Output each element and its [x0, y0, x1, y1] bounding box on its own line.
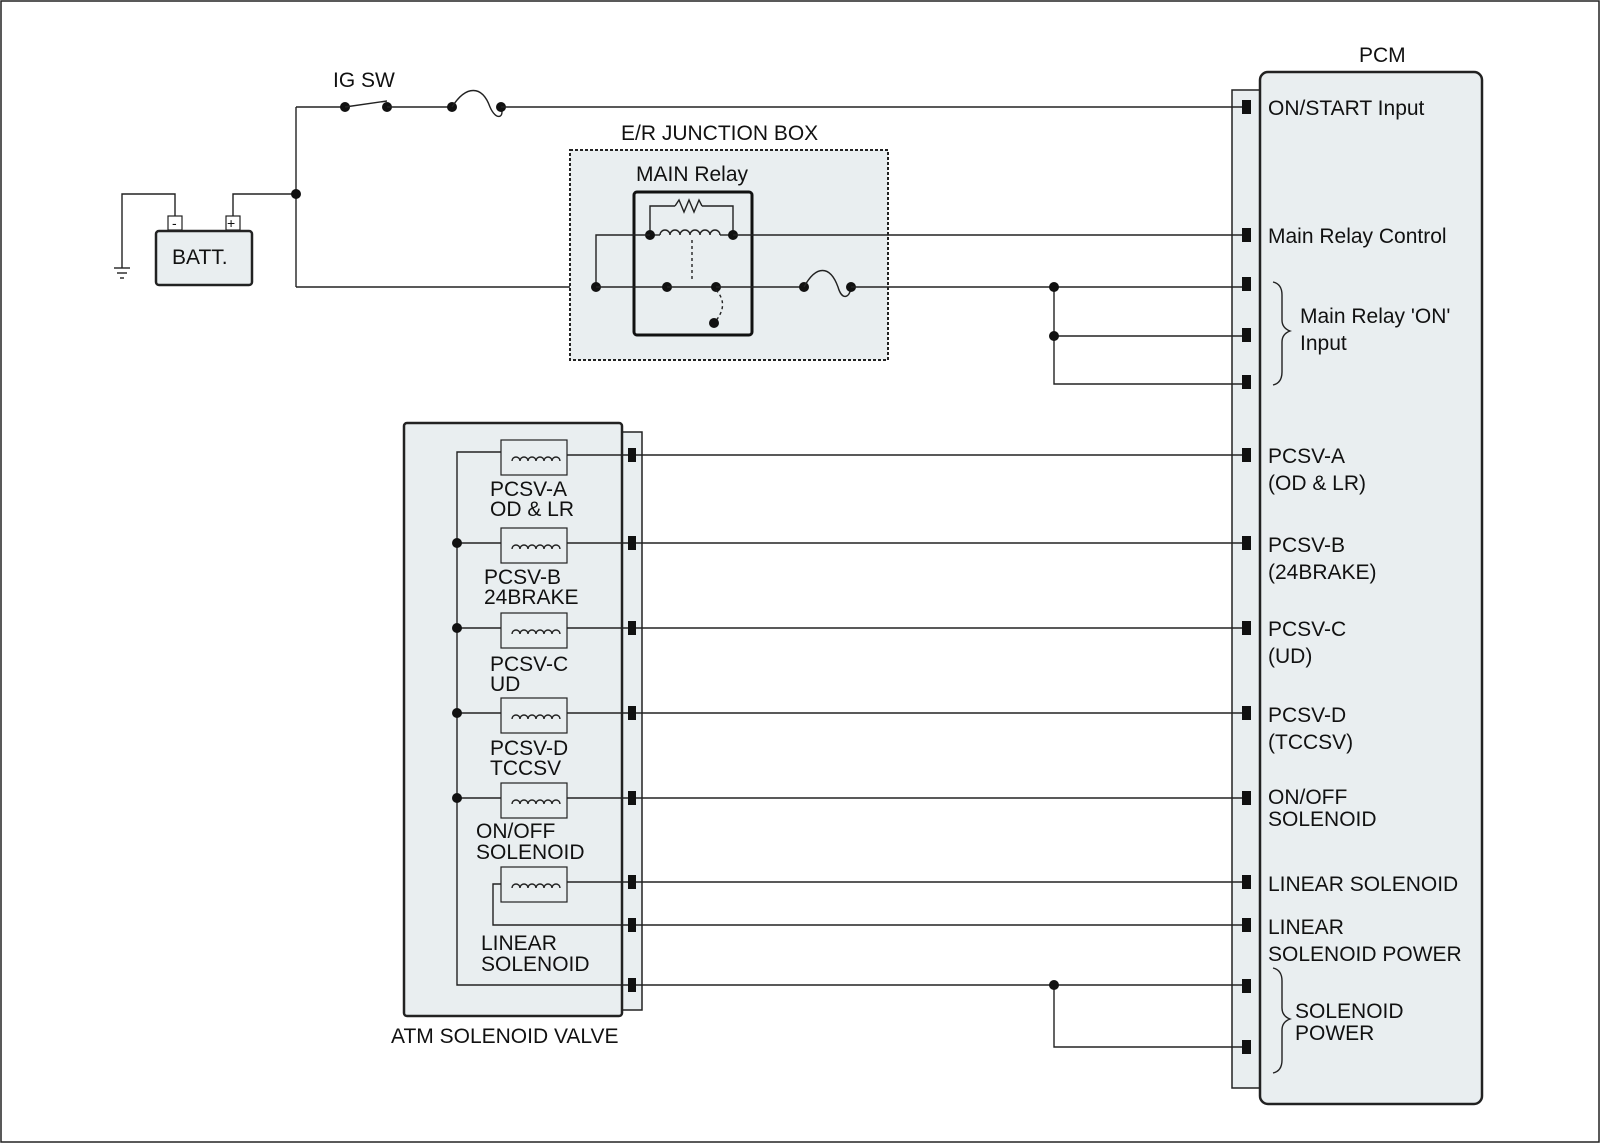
- coil-pcsv-c: [457, 612, 632, 649]
- valve-pcsv-c-1: PCSV-C: [490, 653, 568, 676]
- label-linear-sol: LINEAR SOLENOID: [1268, 873, 1458, 896]
- pcm-pin-pcsv-c: [1242, 621, 1251, 635]
- fuse-ig: [447, 90, 506, 118]
- valve-pcsv-a-1: PCSV-A: [490, 478, 567, 501]
- pcm-module: PCM: [1231, 44, 1484, 1106]
- brace-solenoid-power: [1272, 967, 1292, 1074]
- atm-solenoid-valve: ATM SOLENOID VALVE: [391, 421, 643, 1048]
- pcm-labels: ON/START Input Main Relay Control Main R…: [1268, 97, 1462, 1045]
- junction-relay-on-1: [1049, 282, 1059, 292]
- valve-onoff-1: ON/OFF: [476, 820, 555, 843]
- atm-valve-label: ATM SOLENOID VALVE: [391, 1025, 619, 1048]
- coil-pcsv-a: [500, 439, 632, 476]
- junction-sol-power: [1049, 980, 1059, 990]
- label-onoff-2: SOLENOID: [1268, 808, 1377, 831]
- coil-pcsv-b: [457, 527, 632, 564]
- ig-switch: [296, 100, 452, 112]
- valve-pcsv-a-2: OD & LR: [490, 498, 574, 521]
- pcm-pin-main-relay-on-1: [1242, 277, 1251, 291]
- pcm-pin-pcsv-d: [1242, 706, 1251, 720]
- battery-neg-label: -: [172, 215, 177, 231]
- label-main-relay-control: Main Relay Control: [1268, 225, 1447, 248]
- label-main-relay-on-1: Main Relay 'ON': [1300, 305, 1450, 328]
- junction-box: E/R JUNCTION BOX MAIN Relay: [569, 122, 889, 361]
- valve-pcsv-d-2: TCCSV: [490, 757, 561, 780]
- pcm-pin-linear: [1242, 875, 1251, 889]
- coil-pcsv-d: [457, 697, 632, 734]
- label-linear-pwr-1: LINEAR: [1268, 916, 1344, 939]
- brace-main-relay-on: [1272, 281, 1292, 386]
- label-onoff-1: ON/OFF: [1268, 786, 1347, 809]
- label-on-start: ON/START Input: [1268, 97, 1425, 120]
- main-relay-label: MAIN Relay: [636, 163, 749, 186]
- wire-main-relay-on-branch: [1053, 287, 1242, 385]
- coil-linear: [492, 866, 632, 926]
- label-pcsv-d-2: (TCCSV): [1268, 731, 1353, 754]
- label-pcsv-a-1: PCSV-A: [1268, 445, 1345, 468]
- valve-linear-2: SOLENOID: [481, 953, 590, 976]
- label-main-relay-on-2: Input: [1300, 332, 1347, 355]
- label-sol-power-2: POWER: [1295, 1022, 1374, 1045]
- pcm-pin-on-start: [1242, 100, 1251, 114]
- label-sol-power-1: SOLENOID: [1295, 1000, 1404, 1023]
- battery-pos-label: +: [227, 215, 235, 231]
- junction-box-label: E/R JUNCTION BOX: [621, 122, 818, 145]
- pcm-pin-onoff: [1242, 791, 1251, 805]
- pcm-pin-main-relay-on-2: [1242, 328, 1251, 342]
- main-relay-box: [632, 190, 754, 337]
- label-pcsv-c-2: (UD): [1268, 645, 1312, 668]
- label-pcsv-c-1: PCSV-C: [1268, 618, 1346, 641]
- valve-pcsv-b-2: 24BRAKE: [484, 586, 579, 609]
- coil-onoff: [457, 782, 632, 819]
- pcm-title: PCM: [1359, 44, 1406, 67]
- pcm-pin-sol-power-2: [1242, 1040, 1251, 1054]
- label-pcsv-d-1: PCSV-D: [1268, 704, 1346, 727]
- pcm-body: [1258, 70, 1484, 1106]
- valve-pcsv-d-1: PCSV-D: [490, 737, 568, 760]
- valve-pcsv-c-2: UD: [490, 673, 520, 696]
- junction-batt: [291, 189, 301, 199]
- junction-relay-on-2: [1049, 331, 1059, 341]
- valve-pcsv-b-1: PCSV-B: [484, 566, 561, 589]
- pcm-pin-main-relay-control: [1242, 228, 1251, 242]
- signal-wires: [636, 454, 1242, 1048]
- pcm-pin-sol-power-1: [1242, 979, 1251, 993]
- wire-sol-power-2: [1053, 985, 1242, 1048]
- pcm-pins: [1242, 100, 1251, 1054]
- label-pcsv-b-2: (24BRAKE): [1268, 561, 1377, 584]
- pcm-pin-pcsv-a: [1242, 448, 1251, 462]
- ig-sw-label: IG SW: [333, 69, 395, 92]
- label-linear-pwr-2: SOLENOID POWER: [1268, 943, 1462, 966]
- valve-linear-1: LINEAR: [481, 932, 557, 955]
- valve-onoff-2: SOLENOID: [476, 841, 585, 864]
- label-pcsv-b-1: PCSV-B: [1268, 534, 1345, 557]
- pcm-pin-linear-power: [1242, 918, 1251, 932]
- label-pcsv-a-2: (OD & LR): [1268, 472, 1366, 495]
- battery-label: BATT.: [172, 246, 228, 269]
- battery: BATT. - +: [114, 193, 296, 287]
- pcm-pin-pcsv-b: [1242, 536, 1251, 550]
- pcm-pin-main-relay-on-3: [1242, 375, 1251, 389]
